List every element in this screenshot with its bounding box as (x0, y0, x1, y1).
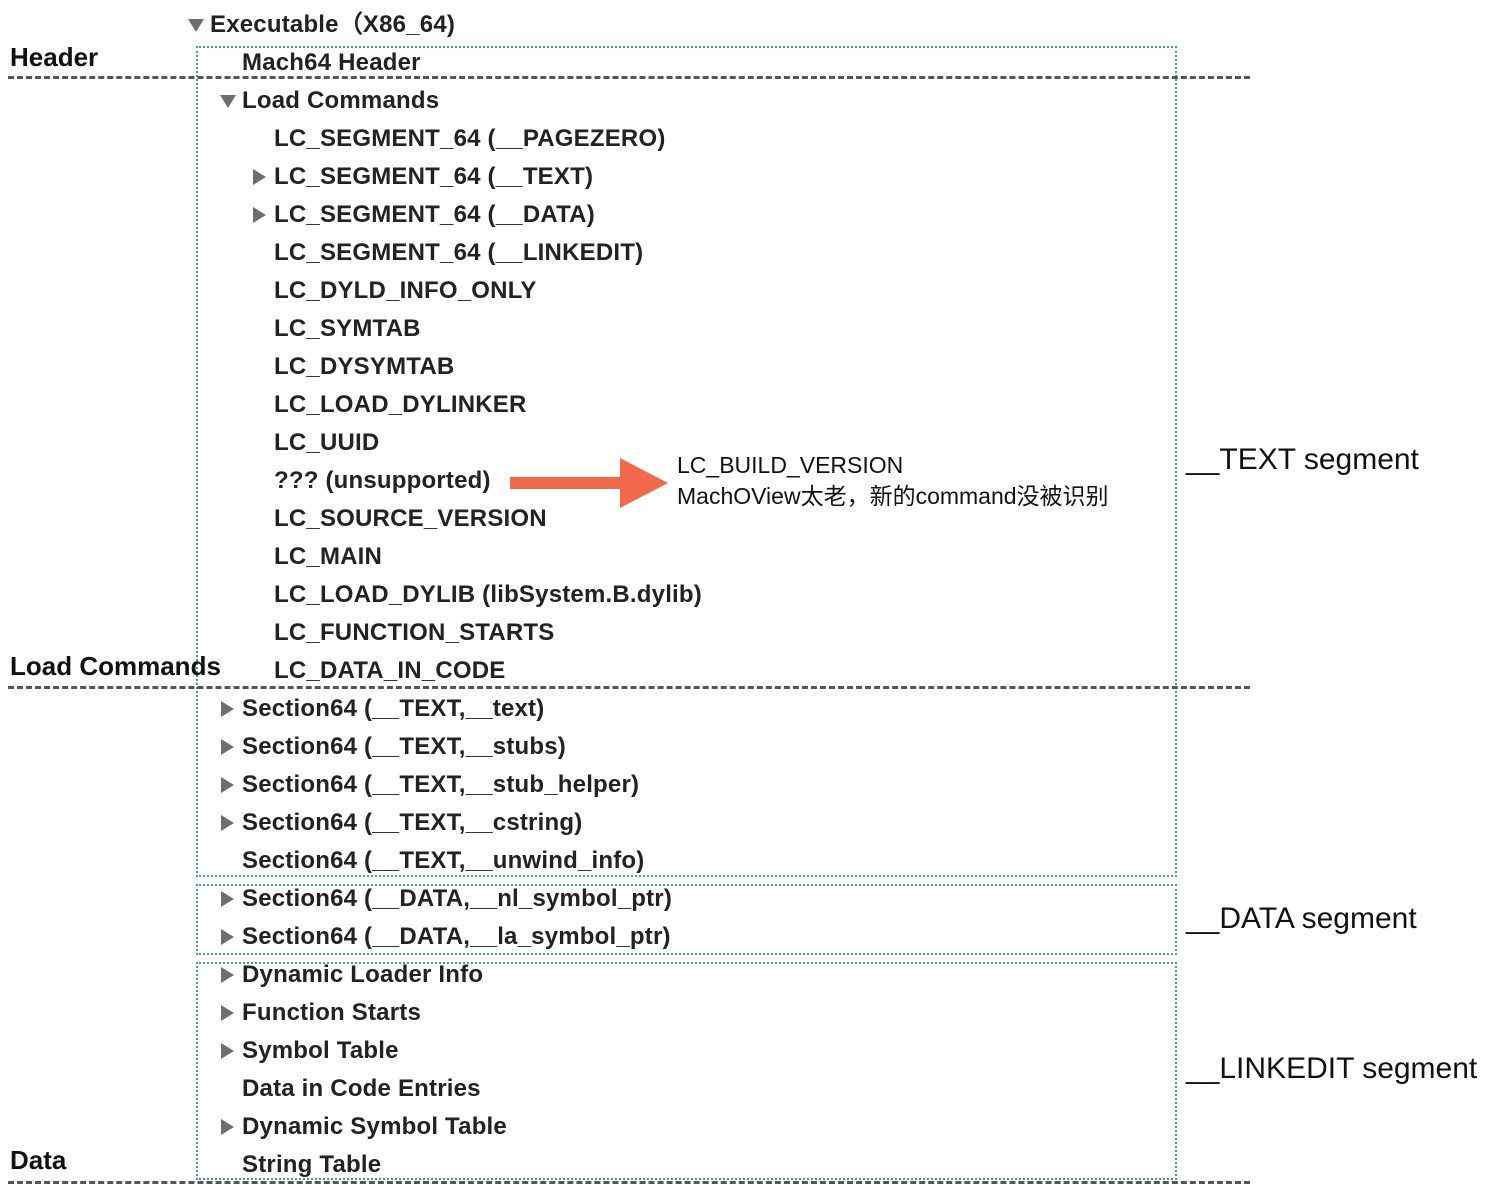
tree-row[interactable]: String Table (242, 1150, 381, 1180)
tree-row-label: String Table (242, 1151, 382, 1178)
tree-row-label: Mach64 Header (242, 49, 421, 76)
tree-row-label: Section64 (__TEXT,__unwind_info) (242, 847, 645, 874)
data-divider (8, 1181, 1250, 1184)
tree-row-label: Section64 (__TEXT,__text) (242, 695, 545, 722)
tree-row-label: Dynamic Loader Info (242, 961, 484, 988)
tree-row[interactable]: LC_LOAD_DYLIB (libSystem.B.dylib) (274, 580, 702, 610)
tree-row-label: Section64 (__TEXT,__cstring) (242, 809, 583, 836)
tree-row[interactable]: Section64 (__DATA,__la_symbol_ptr) (242, 922, 671, 952)
disclosure-triangle-expanded-icon[interactable] (188, 19, 204, 32)
disclosure-triangle-collapsed-icon[interactable] (221, 1005, 234, 1021)
tree-row-label: Function Starts (242, 999, 422, 1026)
disclosure-triangle-collapsed-icon[interactable] (221, 967, 234, 983)
disclosure-triangle-collapsed-icon[interactable] (253, 169, 266, 185)
segment-label-data: __DATA segment (1186, 902, 1417, 935)
tree-row-label: Section64 (__TEXT,__stub_helper) (242, 771, 640, 798)
tree-row-label: LC_LOAD_DYLIB (libSystem.B.dylib) (274, 581, 702, 608)
disclosure-triangle-collapsed-icon[interactable] (253, 207, 266, 223)
tree-row[interactable]: ??? (unsupported) (274, 466, 491, 496)
tree-row[interactable]: Symbol Table (242, 1036, 399, 1066)
tree-row-label: LC_SEGMENT_64 (__DATA) (274, 201, 595, 228)
load-commands-divider (8, 686, 1250, 689)
disclosure-triangle-collapsed-icon[interactable] (221, 777, 234, 793)
tree-row[interactable]: LC_DYLD_INFO_ONLY (274, 276, 537, 306)
disclosure-triangle-collapsed-icon[interactable] (221, 815, 234, 831)
region-label-load-commands: Load Commands (10, 651, 221, 681)
disclosure-triangle-expanded-icon[interactable] (220, 95, 236, 108)
tree-row-label: LC_SEGMENT_64 (__PAGEZERO) (274, 125, 666, 152)
tree-row-label: LC_FUNCTION_STARTS (274, 619, 555, 646)
tree-row[interactable]: LC_DATA_IN_CODE (274, 656, 505, 686)
region-label-data: Data (10, 1145, 67, 1175)
tree-row[interactable]: LC_LOAD_DYLINKER (274, 390, 527, 420)
tree-row[interactable]: Dynamic Symbol Table (242, 1112, 507, 1142)
tree-row-label: Load Commands (242, 87, 440, 114)
tree-row-label: LC_DYSYMTAB (274, 353, 455, 380)
tree-row-label: Symbol Table (242, 1037, 399, 1064)
tree-row-label: Executable（X86_64) (210, 11, 456, 38)
disclosure-triangle-collapsed-icon[interactable] (221, 1119, 234, 1135)
tree-row[interactable]: LC_UUID (274, 428, 379, 458)
tree-row[interactable]: Section64 (__TEXT,__cstring) (242, 808, 582, 838)
tree-row-label: Section64 (__TEXT,__stubs) (242, 733, 566, 760)
tree-row-label: LC_MAIN (274, 543, 383, 570)
text-segment-box (196, 46, 1177, 877)
header-divider (8, 76, 1250, 79)
tree-row[interactable]: Load Commands (242, 86, 439, 116)
disclosure-triangle-collapsed-icon[interactable] (221, 739, 234, 755)
tree-row[interactable]: Function Starts (242, 998, 421, 1028)
linkedit-segment-box (196, 962, 1177, 1180)
tree-row[interactable]: LC_SEGMENT_64 (__DATA) (274, 200, 595, 230)
disclosure-triangle-collapsed-icon[interactable] (221, 891, 234, 907)
tree-row[interactable]: Data in Code Entries (242, 1074, 481, 1104)
tree-row[interactable]: Executable（X86_64) (210, 10, 455, 40)
tree-row-label: LC_SEGMENT_64 (__LINKEDIT) (274, 239, 644, 266)
tree-row-label: Dynamic Symbol Table (242, 1113, 507, 1140)
disclosure-triangle-collapsed-icon[interactable] (221, 701, 234, 717)
tree-row[interactable]: Section64 (__DATA,__nl_symbol_ptr) (242, 884, 672, 914)
tree-row[interactable]: Section64 (__TEXT,__stubs) (242, 732, 566, 762)
tree-row-label: LC_DATA_IN_CODE (274, 657, 506, 684)
disclosure-triangle-collapsed-icon[interactable] (221, 1043, 234, 1059)
data-segment-box (196, 884, 1177, 955)
tree-row-label: LC_SEGMENT_64 (__TEXT) (274, 163, 594, 190)
tree-row-label: LC_SOURCE_VERSION (274, 505, 547, 532)
tree-row-label: Section64 (__DATA,__la_symbol_ptr) (242, 923, 671, 950)
tree-row[interactable]: LC_DYSYMTAB (274, 352, 454, 382)
tree-row[interactable]: LC_SOURCE_VERSION (274, 504, 547, 534)
tree-row-label: Section64 (__DATA,__nl_symbol_ptr) (242, 885, 673, 912)
tree-row[interactable]: LC_SEGMENT_64 (__TEXT) (274, 162, 593, 192)
tree-row-label: LC_UUID (274, 429, 380, 456)
tree-row[interactable]: LC_SEGMENT_64 (__PAGEZERO) (274, 124, 666, 154)
tree-row-label: Data in Code Entries (242, 1075, 481, 1102)
annotation-arrow-shaft (510, 477, 625, 489)
region-label-header: Header (10, 42, 99, 72)
annotation-note-line1: LC_BUILD_VERSION (677, 452, 904, 478)
tree-row[interactable]: Dynamic Loader Info (242, 960, 483, 990)
tree-row[interactable]: Mach64 Header (242, 48, 421, 78)
tree-row[interactable]: LC_MAIN (274, 542, 382, 572)
tree-row[interactable]: Section64 (__TEXT,__text) (242, 694, 544, 724)
annotation-note: LC_BUILD_VERSION MachOView太老，新的command没被… (677, 450, 1109, 512)
tree-row-label: LC_DYLD_INFO_ONLY (274, 277, 537, 304)
annotation-note-line2: MachOView太老，新的command没被识别 (677, 483, 1109, 509)
tree-row-label: LC_SYMTAB (274, 315, 421, 342)
tree-row[interactable]: LC_SEGMENT_64 (__LINKEDIT) (274, 238, 643, 268)
segment-label-text: __TEXT segment (1186, 443, 1419, 476)
annotation-arrow (510, 458, 668, 508)
disclosure-triangle-collapsed-icon[interactable] (221, 929, 234, 945)
tree-row-label: LC_LOAD_DYLINKER (274, 391, 527, 418)
tree-row[interactable]: Section64 (__TEXT,__unwind_info) (242, 846, 644, 876)
tree-row[interactable]: LC_FUNCTION_STARTS (274, 618, 555, 648)
tree-row[interactable]: LC_SYMTAB (274, 314, 421, 344)
tree-row-label: ??? (unsupported) (274, 467, 491, 494)
tree-row[interactable]: Section64 (__TEXT,__stub_helper) (242, 770, 639, 800)
annotation-arrow-head (620, 458, 668, 508)
segment-label-linkedit: __LINKEDIT segment (1186, 1052, 1478, 1085)
